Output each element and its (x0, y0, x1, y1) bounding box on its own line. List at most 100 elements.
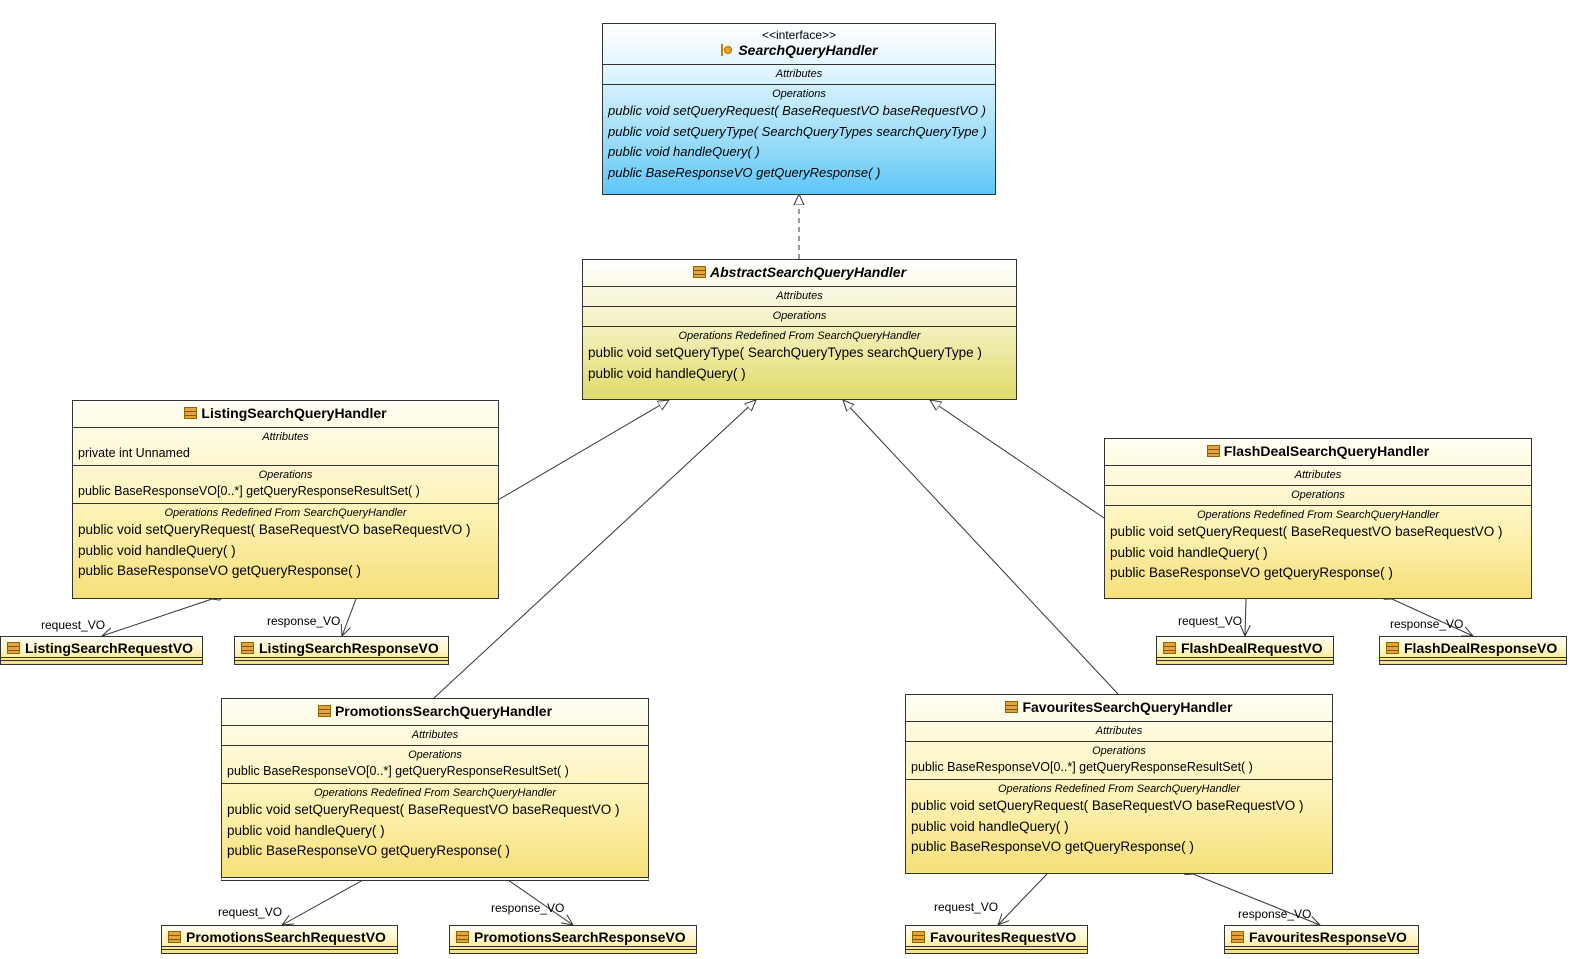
class-name: PromotionsSearchResponseVO (474, 928, 686, 945)
interface-search-query-handler[interactable]: <<interface>> SearchQueryHandler Attribu… (602, 23, 996, 195)
operation: public void setQueryRequest( BaseRequest… (1110, 524, 1503, 539)
attributes-section: Attributes (603, 64, 995, 84)
operation: public BaseResponseVO getQueryResponse( … (911, 839, 1194, 854)
interface-icon (720, 44, 734, 56)
class-icon (692, 266, 706, 278)
generalization-listing (497, 400, 669, 501)
attributes-label: Attributes (411, 729, 459, 741)
role-label-response: response_VO (267, 614, 341, 628)
class-name: PromotionsSearchRequestVO (186, 928, 386, 945)
redefined-label: Operations Redefined From SearchQueryHan… (164, 507, 407, 519)
attributes-label: Attributes (776, 290, 823, 302)
class-name: ListingSearchQueryHandler (201, 405, 387, 421)
aggregation-listing-response (342, 599, 356, 636)
operation: public void setQueryType( SearchQueryTyp… (588, 345, 982, 360)
role-label-request: request_VO (41, 618, 106, 632)
aggregation-promo-response (508, 880, 573, 925)
class-header: FlashDealSearchQueryHandler (1105, 439, 1531, 465)
operations-label: Operations (1092, 745, 1146, 757)
aggregation-fav-response (1193, 874, 1320, 925)
class-icon (1386, 641, 1399, 654)
class-listing-search-query-handler[interactable]: ListingSearchQueryHandler Attributes pri… (72, 400, 499, 599)
operation: public BaseResponseVO getQueryResponse( … (227, 843, 510, 858)
interface-name-text: SearchQueryHandler (738, 42, 878, 58)
class-favourites-request-vo[interactable]: FavouritesRequestVO (905, 925, 1088, 954)
class-favourites-search-query-handler[interactable]: FavouritesSearchQueryHandler Attributes … (905, 694, 1333, 874)
class-title: AbstractSearchQueryHandler (692, 264, 906, 280)
redefined-label: Operations Redefined From SearchQueryHan… (1196, 509, 1440, 521)
class-icon (241, 641, 254, 654)
class-name: FavouritesSearchQueryHandler (1022, 699, 1233, 715)
attributes-section: Attributes (906, 721, 1332, 741)
interface-header: <<interface>> SearchQueryHandler (603, 24, 995, 64)
aggregation-promo-request (282, 880, 363, 925)
class-icon (912, 930, 925, 943)
interface-name: SearchQueryHandler (720, 42, 878, 58)
operation: public void setQueryType( SearchQueryTyp… (608, 123, 987, 139)
redefined-operations-section: Operations Redefined From SearchQueryHan… (222, 783, 648, 865)
operations-section: Operations public BaseResponseVO[0..*] g… (73, 465, 498, 503)
operations-label: Operations (408, 749, 462, 761)
class-name: ListingSearchRequestVO (25, 639, 194, 656)
class-flashdeal-response-vo[interactable]: FlashDealResponseVO (1379, 636, 1567, 665)
operation: public void setQueryRequest( BaseRequest… (227, 802, 620, 817)
class-abstract-search-query-handler[interactable]: AbstractSearchQueryHandler Attributes Op… (582, 259, 1017, 400)
operation: public BaseResponseVO[0..*] getQueryResp… (911, 760, 1253, 774)
operation: public BaseResponseVO[0..*] getQueryResp… (78, 484, 420, 498)
generalization-flashdeal (930, 400, 1105, 519)
attributes-label: Attributes (262, 431, 309, 443)
generalization-favourites (843, 400, 1119, 695)
attributes-label: Attributes (775, 68, 823, 80)
redefined-label: Operations Redefined From SearchQueryHan… (313, 787, 557, 799)
class-title: FlashDealSearchQueryHandler (1206, 443, 1429, 459)
class-flashdeal-request-vo[interactable]: FlashDealRequestVO (1156, 636, 1334, 665)
operation: public void handleQuery( ) (608, 144, 760, 159)
class-name: PromotionsSearchQueryHandler (334, 703, 553, 719)
class-favourites-response-vo[interactable]: FavouritesResponseVO (1224, 925, 1419, 954)
aggregation-fav-request (998, 874, 1047, 925)
class-icon (1005, 701, 1019, 713)
generalization-promotions (433, 400, 756, 699)
class-header: AbstractSearchQueryHandler (583, 260, 1016, 286)
class-name: FavouritesResponseVO (1249, 928, 1407, 945)
class-icon (7, 641, 20, 654)
class-listing-search-response-vo[interactable]: ListingSearchResponseVO (234, 636, 449, 665)
class-icon (168, 930, 181, 943)
operation: public void handleQuery( ) (1110, 544, 1268, 560)
class-promotions-search-query-handler[interactable]: PromotionsSearchQueryHandler Attributes … (221, 698, 649, 881)
class-name: FlashDealResponseVO (1404, 639, 1558, 656)
attributes-label: Attributes (1294, 469, 1342, 481)
operations-label: Operations (1291, 489, 1345, 501)
class-flashdeal-search-query-handler[interactable]: FlashDealSearchQueryHandler Attributes O… (1104, 438, 1532, 599)
redefined-operations-section: Operations Redefined From SearchQueryHan… (1105, 505, 1531, 587)
class-title: ListingSearchQueryHandler (184, 405, 387, 421)
redefined-label: Operations Redefined From SearchQueryHan… (997, 783, 1241, 795)
aggregation-flash-request (1245, 599, 1246, 636)
operation: public BaseResponseVO getQueryResponse( … (78, 563, 361, 578)
class-promotions-search-response-vo[interactable]: PromotionsSearchResponseVO (449, 925, 697, 954)
operation: public void setQueryRequest( BaseRequest… (911, 798, 1304, 813)
class-header: ListingSearchQueryHandler (73, 401, 498, 427)
role-label-response: response_VO (1238, 907, 1312, 921)
operations-label: Operations (772, 88, 826, 100)
class-icon (1231, 930, 1244, 943)
class-listing-search-request-vo[interactable]: ListingSearchRequestVO (0, 636, 203, 665)
role-label-request: request_VO (1178, 614, 1243, 628)
role-label-response: response_VO (1390, 617, 1464, 631)
redefined-operations-section: Operations Redefined From SearchQueryHan… (583, 326, 1016, 387)
class-icon (317, 705, 331, 717)
class-promotions-search-request-vo[interactable]: PromotionsSearchRequestVO (161, 925, 398, 954)
role-label-request: request_VO (934, 900, 999, 914)
operations-section: Operations (1105, 485, 1531, 505)
stereotype-label: <<interface>> (761, 28, 837, 42)
class-header: PromotionsSearchQueryHandler (222, 699, 648, 725)
operation: public void handleQuery( ) (78, 542, 236, 558)
class-name: ListingSearchResponseVO (259, 639, 439, 656)
operation: public void setQueryRequest( BaseRequest… (78, 522, 471, 537)
operations-section: Operations public BaseResponseVO[0..*] g… (906, 741, 1332, 779)
class-icon (456, 930, 469, 943)
attributes-section: Attributes (1105, 465, 1531, 485)
attribute: private int Unnamed (78, 446, 190, 460)
role-label-response: response_VO (491, 901, 565, 915)
operation: public void handleQuery( ) (911, 818, 1069, 834)
